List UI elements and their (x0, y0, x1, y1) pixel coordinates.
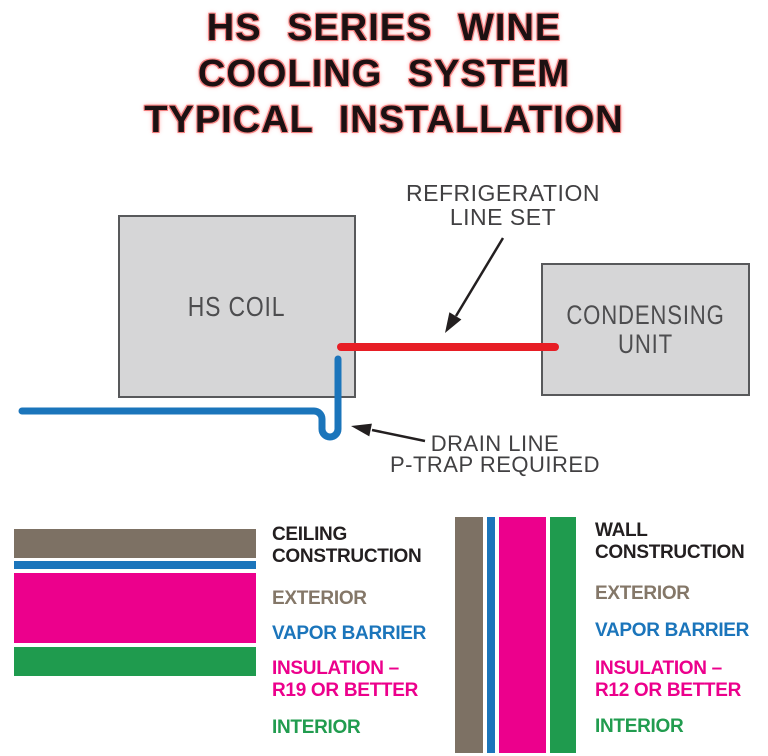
drain-line-p-trap (18, 355, 342, 441)
ceiling-construction-title: CEILING CONSTRUCTION (272, 524, 422, 568)
ceiling-vapor-barrier-label: VAPOR BARRIER (272, 623, 427, 644)
title-line-2: COOLING SYSTEM (197, 53, 571, 95)
refrigeration-label-line2: LINE SET (449, 204, 557, 230)
drain-label-line1: DRAIN LINE (430, 431, 560, 456)
wall-exterior-layer-bar (455, 517, 483, 753)
title-line-1: HS SERIES WINE (206, 7, 562, 49)
wall-interior-label: INTERIOR (595, 716, 684, 737)
wall-construction-title: WALL CONSTRUCTION (595, 520, 745, 564)
ceiling-title-line2: CONSTRUCTION (272, 546, 422, 567)
ceiling-interior-layer-bar (14, 647, 256, 676)
drain-label-line2: P-TRAP REQUIRED (389, 452, 600, 477)
condensing-unit-box: CONDENSING UNIT (541, 263, 750, 396)
ceiling-insulation-line1: INSULATION – (272, 658, 399, 679)
wall-insulation-label: INSULATION – R12 OR BETTER (595, 658, 741, 702)
wall-vapor-barrier-label: VAPOR BARRIER (595, 620, 750, 641)
condensing-unit-label: CONDENSING UNIT (566, 299, 725, 359)
wall-insulation-line2: R12 OR BETTER (595, 680, 742, 701)
page-title: HS SERIES WINE COOLING SYSTEM TYPICAL IN… (0, 5, 768, 143)
drain-arrow (351, 423, 426, 443)
wall-interior-layer-bar (550, 517, 576, 753)
refrigeration-label-line1: REFRIGERATION (406, 180, 600, 206)
wall-insulation-line1: INSULATION – (595, 658, 722, 679)
ceiling-title-line1: CEILING (272, 524, 347, 545)
wall-vapor-barrier-layer-bar (487, 517, 495, 753)
wall-exterior-label: EXTERIOR (595, 583, 690, 604)
ceiling-insulation-layer-bar (14, 573, 256, 643)
ceiling-insulation-label: INSULATION – R19 OR BETTER (272, 658, 418, 702)
condensing-unit-label-line2: UNIT (618, 328, 673, 359)
ceiling-interior-label: INTERIOR (272, 717, 361, 738)
refrigeration-arrow (445, 237, 505, 333)
refrigeration-line-set-label: REFRIGERATION LINE SET (390, 181, 616, 229)
hs-coil-label: HS COIL (188, 290, 286, 322)
wall-insulation-layer-bar (499, 517, 546, 753)
ceiling-vapor-barrier-layer-bar (14, 561, 256, 569)
condensing-unit-label-line1: CONDENSING (566, 299, 725, 330)
wall-title-line1: WALL (595, 520, 648, 541)
wall-title-line2: CONSTRUCTION (595, 542, 745, 563)
title-line-3: TYPICAL INSTALLATION (144, 99, 624, 141)
drain-line-p-trap-label: DRAIN LINE P-TRAP REQUIRED (384, 431, 606, 477)
ceiling-exterior-layer-bar (14, 529, 256, 558)
ceiling-exterior-label: EXTERIOR (272, 588, 367, 609)
ceiling-insulation-line2: R19 OR BETTER (272, 680, 419, 701)
hs-coil-box: HS COIL (118, 215, 356, 398)
